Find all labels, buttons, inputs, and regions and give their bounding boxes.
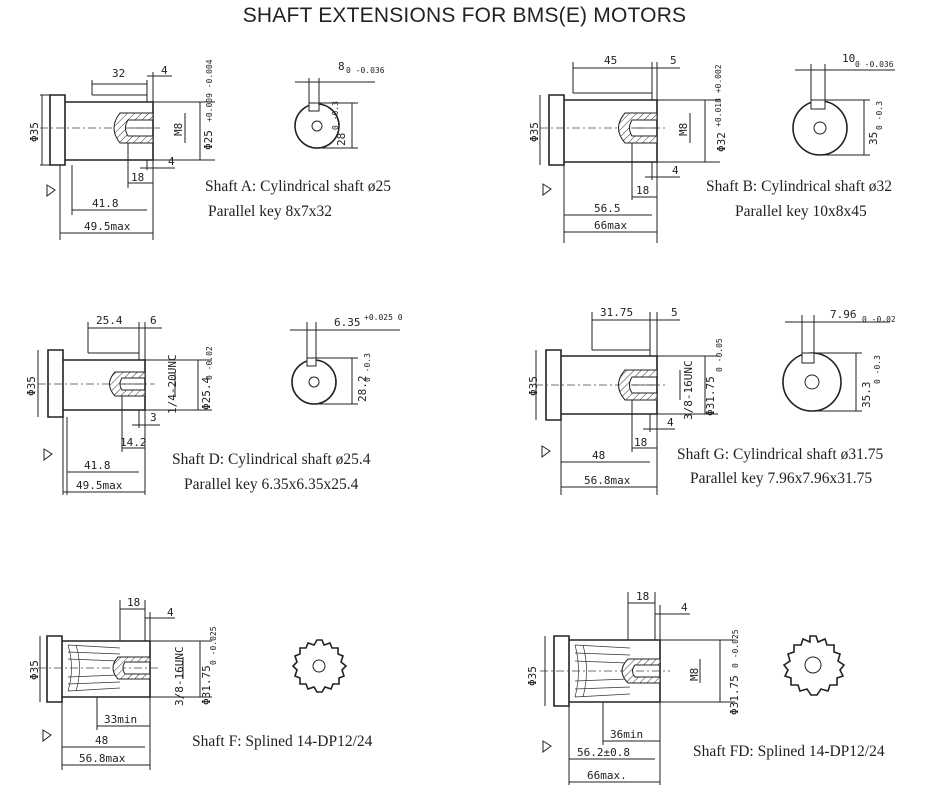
shaft-a-thread-depth-label: 18 xyxy=(131,171,144,184)
shaft-g-shaft-dia-label: Φ31.75 xyxy=(704,376,717,416)
shaft-f-len1-label: 48 xyxy=(95,734,108,747)
shaft-f-spline-len-label: 33min xyxy=(104,713,137,726)
shaft-fd-shaft-tol-label: 0 -0.025 xyxy=(731,629,740,668)
shaft-f-shaft-dia-label: Φ31.75 xyxy=(200,665,213,705)
shaft-d-thread-label: 1/4-20UNC xyxy=(166,354,179,414)
shaft-d-len1-label: 41.8 xyxy=(84,459,111,472)
shaft-d-key-w-tol-label: +0.025 0 xyxy=(364,313,403,322)
shaft-fd-shaft-dia-label: Φ31.75 xyxy=(728,675,741,715)
shaft-d-shaft-tol-label: 0 -0.02 xyxy=(205,346,214,380)
shaft-a-len1-label: 41.8 xyxy=(92,197,119,210)
shaft-a-body-dia-label: Φ35 xyxy=(28,122,41,142)
shaft-b-keyoff-label: 5 xyxy=(670,54,677,67)
shaft-b-thread-off-label: 4 xyxy=(672,164,679,177)
shaft-d-shaft-dia-label: Φ25.4 xyxy=(200,377,213,410)
shaft-g-keyoff-label: 5 xyxy=(671,306,678,319)
shaft-a-len2-label: 49.5max xyxy=(84,220,131,233)
shaft-b-caption: Shaft B: Cylindrical shaft ø32 xyxy=(706,178,892,195)
shaft-fd-len2-label: 66max. xyxy=(587,769,627,782)
shaft-f-caption: Shaft F: Splined 14-DP12/24 xyxy=(192,733,373,750)
shaft-b-keylen-label: 45 xyxy=(604,54,617,67)
shaft-d-len2-label: 49.5max xyxy=(76,479,123,492)
shaft-fd-thread-depth-label: 18 xyxy=(636,590,649,603)
shaft-b-thread-label: M8 xyxy=(677,123,690,136)
shaft-a-shaft-tol-label: +0.009 -0.004 xyxy=(205,59,214,122)
shaft-b-shaft-tol-label: +0.018 +0.002 xyxy=(714,64,723,127)
shaft-g-thread-off-label: 4 xyxy=(667,416,674,429)
shaft-b-key-w-label: 10 xyxy=(842,52,855,65)
shaft-a-key-w-label: 8 xyxy=(338,60,345,73)
shaft-g-side-view: 31.75 5 Φ35 3/8-16UNC Φ31.75 0 -0.05 18 … xyxy=(527,306,724,495)
shaft-d-keyoff-label: 6 xyxy=(150,314,157,327)
shaft-g-key-w-label: 7.96 xyxy=(830,308,857,321)
shaft-b-len1-label: 56.5 xyxy=(594,202,621,215)
shaft-b-key-h-tol-label: 0 -0.3 xyxy=(875,101,884,130)
shaft-g-key-caption: Parallel key 7.96x7.96x31.75 xyxy=(690,470,873,487)
shaft-a-thread-label: M8 xyxy=(172,123,185,136)
shaft-d-side-view: 25.4 6 Φ35 1/4-20UNC Φ25.4 0 -0.02 14.2 … xyxy=(25,314,214,495)
shaft-fd-side-view: 18 4 Φ35 M8 Φ31.75 0 -0.025 36min 56.2±0… xyxy=(526,590,741,785)
shaft-a-shaft-dia-label: Φ25 xyxy=(202,130,215,150)
shaft-f-spline-section xyxy=(291,639,348,693)
shaft-a-keylen-label: 32 xyxy=(112,67,125,80)
shaft-b-key-caption: Parallel key 10x8x45 xyxy=(735,203,867,220)
shaft-d-thread-off-label: 3 xyxy=(150,411,157,424)
shaft-b-shaft-dia-label: Φ32 xyxy=(715,132,728,152)
page-title: SHAFT EXTENSIONS FOR BMS(E) MOTORS xyxy=(242,4,687,27)
shaft-fd-spline-section xyxy=(782,635,846,696)
shaft-a-key-h-tol-label: 0 -0.3 xyxy=(331,101,340,130)
shaft-fd-spline-len-label: 36min xyxy=(610,728,643,741)
shaft-b-side-view: 45 5 Φ35 M8 Φ32 +0.018 +0.002 18 4 56.5 … xyxy=(528,54,728,243)
shaft-g-len2-label: 56.8max xyxy=(584,474,631,487)
shaft-a-key-h-label: 28 xyxy=(335,133,348,146)
shaft-a-thread-off-label: 4 xyxy=(168,155,175,168)
shaft-a-side-view: 32 4 Φ35 M8 Φ25 +0.009 -0.004 18 4 xyxy=(28,59,215,240)
shaft-g-keylen-label: 31.75 xyxy=(600,306,633,319)
shaft-fd-body-dia-label: Φ35 xyxy=(526,666,539,686)
shaft-g-caption: Shaft G: Cylindrical shaft ø31.75 xyxy=(677,446,884,463)
shaft-b-body-dia-label: Φ35 xyxy=(528,122,541,142)
shaft-b-key-w-tol-label: 0 -0.036 xyxy=(855,60,894,69)
shaft-g-shaft-tol-label: 0 -0.05 xyxy=(715,338,724,372)
shaft-f-thread-off-label: 4 xyxy=(167,606,174,619)
shaft-g-key-h-label: 35.3 xyxy=(860,382,873,409)
shaft-g-thread-depth-label: 18 xyxy=(634,436,647,449)
shaft-a-key-caption: Parallel key 8x7x32 xyxy=(208,203,332,220)
shaft-d-section-view: 6.35 +0.025 0 28.2 0 -0.3 xyxy=(290,313,403,405)
shaft-g-thread-label: 3/8-16UNC xyxy=(682,360,695,420)
shaft-d-key-caption: Parallel key 6.35x6.35x25.4 xyxy=(184,476,359,493)
shaft-b-section-view: 10 0 -0.036 35 0 -0.3 xyxy=(792,52,895,156)
shaft-a-section-view: 8 0 -0.036 28 0 -0.3 xyxy=(294,60,385,149)
shaft-f-thread-depth-label: 18 xyxy=(127,596,140,609)
shaft-d-thread-depth-label: 14.2 xyxy=(120,436,147,449)
shaft-a-key-w-tol-label: 0 -0.036 xyxy=(346,66,385,75)
shaft-f-shaft-tol-label: 0 -0.025 xyxy=(209,626,218,665)
shaft-d-body-dia-label: Φ35 xyxy=(25,376,38,396)
shaft-a-keyoff-label: 4 xyxy=(161,64,168,77)
shaft-g-section-view: 7.96 0 -0.02 35.3 0 -0.3 xyxy=(782,308,896,412)
shaft-g-key-h-tol-label: 0 -0.3 xyxy=(873,355,882,384)
shaft-g-len1-label: 48 xyxy=(592,449,605,462)
shaft-f-len2-label: 56.8max xyxy=(79,752,126,765)
shaft-fd-caption: Shaft FD: Splined 14-DP12/24 xyxy=(693,743,885,760)
shaft-fd-thread-off-label: 4 xyxy=(681,601,688,614)
shaft-g-key-w-tol-label: 0 -0.02 xyxy=(862,315,896,324)
shaft-f-thread-label: 3/8-16UNC xyxy=(173,646,186,706)
shaft-g-body-dia-label: Φ35 xyxy=(527,376,540,396)
shaft-f-side-view: 18 4 Φ35 3/8-16UNC Φ31.75 0 -0.025 33min… xyxy=(28,596,218,770)
shaft-b-thread-depth-label: 18 xyxy=(636,184,649,197)
shaft-d-caption: Shaft D: Cylindrical shaft ø25.4 xyxy=(172,451,371,468)
shaft-b-key-h-label: 35 xyxy=(867,132,880,145)
shaft-d-keylen-label: 25.4 xyxy=(96,314,123,327)
shaft-fd-len1-label: 56.2±0.8 xyxy=(577,746,630,759)
shaft-d-key-h-tol-label: 0 -0.3 xyxy=(363,353,372,382)
shaft-d-key-h-label: 28.2 xyxy=(356,376,369,403)
shaft-a-caption: Shaft A: Cylindrical shaft ø25 xyxy=(205,178,391,195)
shaft-fd-thread-label: M8 xyxy=(688,668,701,681)
shaft-f-body-dia-label: Φ35 xyxy=(28,660,41,680)
shaft-d-key-w-label: 6.35 xyxy=(334,316,361,329)
shaft-b-len2-label: 66max xyxy=(594,219,627,232)
